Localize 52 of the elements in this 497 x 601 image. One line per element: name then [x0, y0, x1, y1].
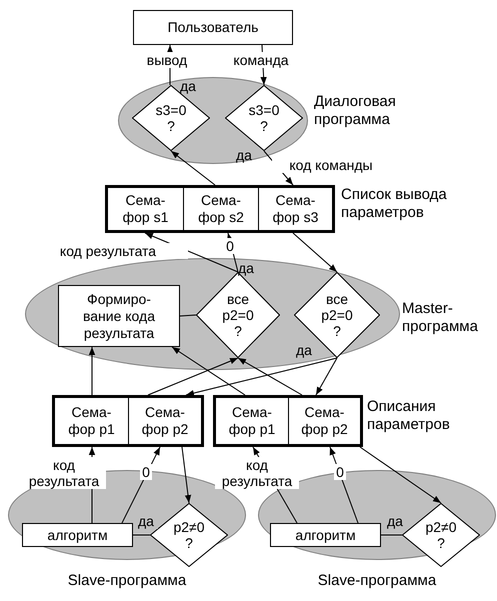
process-box: [133, 10, 293, 45]
semaphore-label: Сема- фор s3: [272, 192, 320, 226]
arrow: [172, 346, 246, 396]
condition-text: p2≠0 ?: [172, 519, 206, 551]
caption-text: Master- программа: [402, 300, 479, 336]
edge-label: 0: [140, 464, 152, 480]
arrow: [186, 358, 338, 396]
arrow: [360, 446, 442, 504]
edge-label: 0: [224, 238, 236, 254]
semaphore-label: Сема- фор p2: [300, 404, 349, 438]
decision-diamond: [402, 503, 480, 567]
semaphore-label: Сема- фор p1: [228, 404, 276, 438]
decision-diamond: [132, 85, 210, 151]
condition-text: s3=0 ?: [154, 102, 188, 134]
caption-text: Slave-программа: [66, 572, 188, 590]
semaphore-label: Сема- фор p2: [140, 404, 190, 438]
box-label: Пользователь: [168, 19, 258, 36]
arrow: [316, 358, 338, 396]
arrow: [148, 358, 238, 396]
arrow: [122, 446, 160, 524]
branch-label: да: [296, 342, 312, 358]
caption-text: Описания параметров: [367, 398, 451, 434]
caption-text: Диалоговая программа: [314, 93, 397, 129]
process-box: [22, 523, 133, 547]
process-box: [58, 285, 180, 347]
condition-text: s3=0 ?: [248, 102, 280, 134]
box-label: алгоритм: [295, 526, 356, 544]
arrow: [292, 232, 338, 272]
edge-label: код результата: [215, 457, 299, 489]
arrow: [88, 346, 96, 396]
arrow: [170, 150, 216, 186]
box-label: Формиро- вание кода результата: [82, 290, 156, 342]
condition-text: все p2=0 ?: [320, 291, 354, 339]
semaphore-label: Сема- фор s1: [122, 192, 170, 226]
arrow: [182, 446, 192, 504]
decision-diamond: [294, 272, 380, 358]
branch-label: да: [236, 147, 252, 163]
decision-diamond: [225, 85, 303, 151]
branch-label: да: [180, 78, 196, 94]
caption-text: Slave-программа: [316, 572, 438, 590]
box-label: алгоритм: [47, 526, 108, 544]
branch-label: да: [238, 260, 254, 276]
semaphore-table: [52, 395, 204, 447]
condition-text: p2≠0 ?: [424, 519, 458, 551]
arrow: [238, 358, 302, 396]
arrow: [330, 446, 358, 524]
edge-label: 0: [334, 464, 346, 480]
condition-text: все p2=0 ?: [221, 291, 255, 339]
semaphore-label: Сема- фор p1: [67, 404, 116, 438]
semaphore-label: Сема- фор s2: [197, 192, 245, 226]
process-box: [270, 523, 381, 547]
caption-text: Список вывода параметров: [341, 186, 448, 222]
